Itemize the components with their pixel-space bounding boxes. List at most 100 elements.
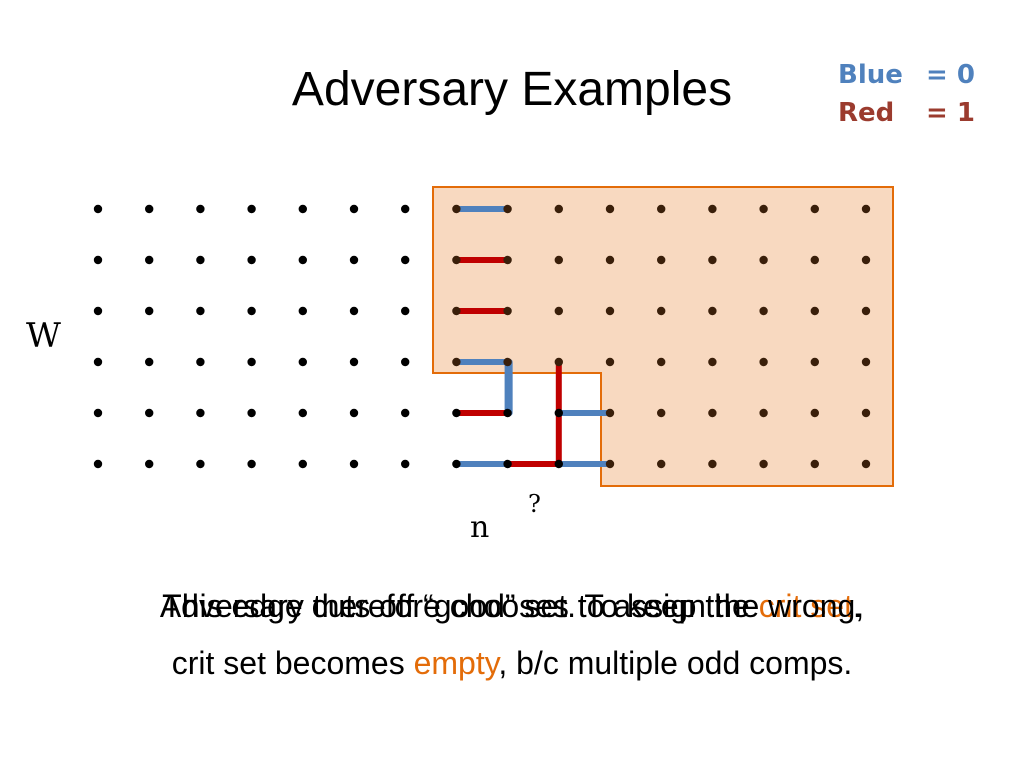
grid-vertex bbox=[657, 459, 666, 469]
grid-vertex bbox=[554, 255, 563, 265]
grid-vertex bbox=[759, 357, 768, 367]
label-question: ? bbox=[528, 490, 541, 518]
grid-vertex bbox=[298, 459, 307, 469]
grid-vertex bbox=[605, 204, 615, 214]
grid-vertex bbox=[503, 255, 512, 265]
grid-vertex bbox=[247, 408, 256, 418]
page-title: Adversary Examples bbox=[291, 63, 733, 116]
caption-a-before: This edge cuts off “good” set. To keep t… bbox=[162, 588, 759, 624]
grid-vertex bbox=[401, 459, 410, 469]
grid-vertex bbox=[708, 204, 717, 214]
grid-vertex bbox=[298, 357, 307, 367]
grid-vertex bbox=[452, 408, 461, 418]
grid-vertex bbox=[810, 357, 819, 367]
grid-vertex bbox=[145, 204, 154, 214]
grid-vertex bbox=[401, 306, 410, 316]
caption-overlap-b-line1: Adversary therefore chooses to assign th… bbox=[159, 588, 865, 624]
grid-vertex bbox=[708, 408, 717, 418]
grid-vertex bbox=[605, 357, 615, 367]
grid-vertex bbox=[605, 408, 615, 418]
grid-vertex bbox=[657, 408, 666, 418]
grid-vertex bbox=[401, 408, 410, 418]
grid-vertex bbox=[196, 306, 205, 316]
grid-vertex bbox=[759, 306, 768, 316]
grid-vertex bbox=[708, 357, 717, 367]
grid-vertex bbox=[605, 459, 615, 469]
grid-vertex bbox=[196, 408, 205, 418]
grid-vertex bbox=[861, 408, 871, 418]
grid-vertex bbox=[657, 255, 666, 265]
grid-vertex bbox=[452, 306, 461, 316]
grid-vertex bbox=[93, 306, 103, 316]
grid-vertex bbox=[349, 459, 359, 469]
grid-vertex bbox=[93, 204, 103, 214]
grid-vertex bbox=[605, 255, 615, 265]
grid-vertex bbox=[247, 357, 256, 367]
grid-vertex bbox=[145, 306, 154, 316]
grid-vertex bbox=[503, 306, 512, 316]
grid-vertex bbox=[861, 459, 871, 469]
grid-vertex bbox=[503, 459, 512, 469]
grid-vertex bbox=[349, 408, 359, 418]
grid-vertex bbox=[554, 408, 563, 418]
grid-vertex bbox=[93, 357, 103, 367]
grid-vertex bbox=[708, 306, 717, 316]
grid-vertex bbox=[298, 306, 307, 316]
grid-vertex bbox=[861, 306, 871, 316]
caption-a-highlight: crit set bbox=[758, 588, 853, 624]
grid-vertex bbox=[145, 459, 154, 469]
grid-vertex bbox=[810, 306, 819, 316]
grid-vertex bbox=[759, 204, 768, 214]
grid-vertex bbox=[554, 204, 563, 214]
grid-vertex bbox=[861, 204, 871, 214]
grid-vertex bbox=[810, 459, 819, 469]
grid-vertex bbox=[452, 357, 461, 367]
grid-vertex bbox=[401, 255, 410, 265]
grid-vertex bbox=[349, 357, 359, 367]
grid-vertex bbox=[503, 204, 512, 214]
grid-vertex bbox=[554, 357, 563, 367]
grid-vertex bbox=[503, 408, 512, 418]
grid-vertex bbox=[605, 306, 615, 316]
legend-row-red: Red = 1 bbox=[838, 94, 975, 132]
grid-vertex bbox=[554, 459, 563, 469]
grid-vertex bbox=[759, 459, 768, 469]
grid-vertex bbox=[145, 255, 154, 265]
caption-a-after: . bbox=[852, 588, 862, 624]
grid-vertex bbox=[349, 204, 359, 214]
grid-vertex bbox=[349, 255, 359, 265]
grid-vertex bbox=[708, 459, 717, 469]
grid-vertex bbox=[657, 204, 666, 214]
grid-vertex bbox=[196, 255, 205, 265]
grid-vertex bbox=[93, 459, 103, 469]
legend-row-blue: Blue = 0 bbox=[838, 56, 975, 94]
grid-vertex bbox=[657, 306, 666, 316]
grid-vertex bbox=[759, 408, 768, 418]
grid-vertex bbox=[657, 357, 666, 367]
legend-blue-name: Blue bbox=[838, 60, 903, 90]
good-set-region bbox=[432, 186, 894, 487]
grid-vertex bbox=[708, 255, 717, 265]
grid-vertex bbox=[196, 357, 205, 367]
grid-vertex bbox=[145, 408, 154, 418]
caption-b2-before: crit set becomes bbox=[171, 645, 414, 681]
label-w: W bbox=[26, 316, 61, 356]
grid-vertex bbox=[452, 255, 461, 265]
grid-vertex bbox=[554, 306, 563, 316]
grid-vertex bbox=[298, 204, 307, 214]
legend-blue-value: = 0 bbox=[926, 60, 975, 90]
grid-vertex bbox=[196, 204, 205, 214]
grid-vertex bbox=[298, 408, 307, 418]
legend-red-value: = 1 bbox=[926, 98, 975, 128]
color-legend: Blue = 0 Red = 1 bbox=[838, 56, 975, 132]
grid-vertex bbox=[247, 204, 256, 214]
grid-vertex bbox=[861, 357, 871, 367]
grid-vertex bbox=[247, 255, 256, 265]
grid-vertex bbox=[810, 408, 819, 418]
grid-vertex bbox=[145, 357, 154, 367]
caption-b2-after: , b/c multiple odd comps. bbox=[498, 645, 853, 681]
grid-vertex bbox=[401, 357, 410, 367]
grid-vertex bbox=[298, 255, 307, 265]
